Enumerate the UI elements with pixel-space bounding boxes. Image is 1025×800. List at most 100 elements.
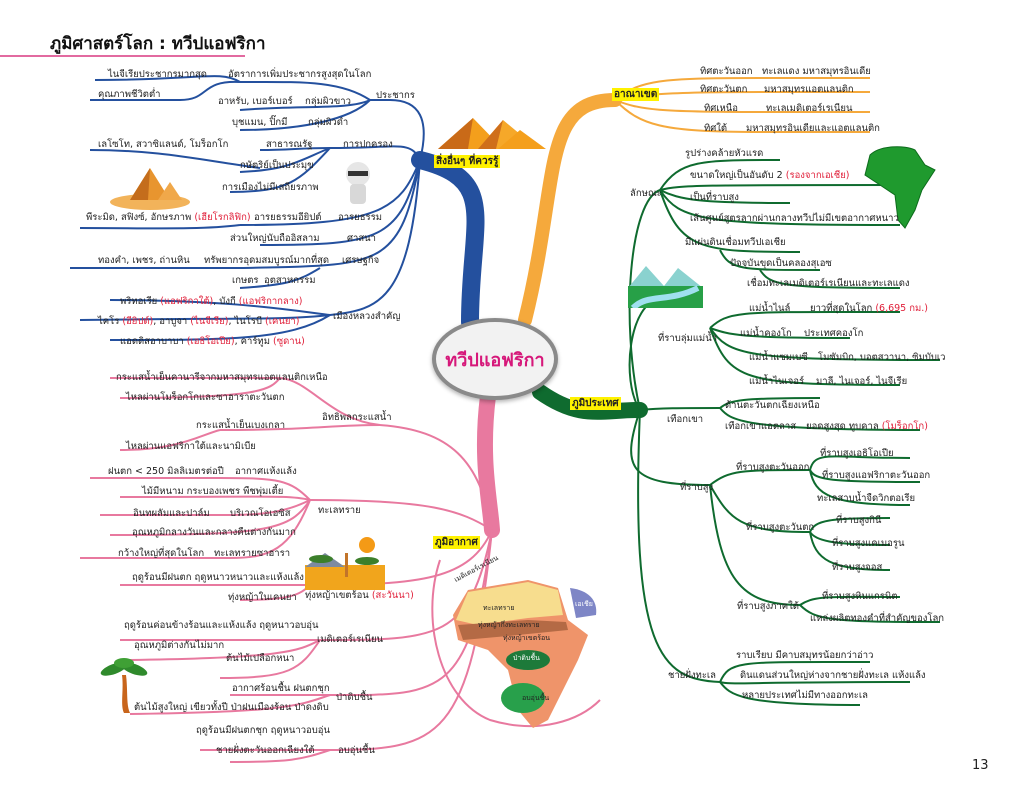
river-niger-desc: มาลี, ไนเจอร์, ไนจีเรีย: [816, 376, 908, 387]
node-suez: ปัจจุบันขุดเป็นคลองสุเอซ: [730, 258, 832, 269]
trunk-others: [411, 151, 485, 331]
mummy-icon: [346, 162, 370, 204]
coast-item-3: หลายประเทศไม่มีทางออกทะเล: [742, 690, 868, 701]
title-underline: [0, 55, 245, 57]
node-desert-plants: ไม้มีหนาม กระบองเพชร พืชพุ่มเตี้ย: [142, 486, 284, 497]
node-desert: ทะเลทราย: [318, 505, 361, 516]
savanna-note: (สะวันนา): [371, 590, 414, 601]
node-equator: เส้นศูนย์สูตรลากผ่านกลางทวีป: [690, 213, 815, 224]
capital-country: (แอฟริกาใต้): [160, 296, 214, 307]
central-topic[interactable]: ทวีปแอฟริกา: [432, 318, 558, 400]
node-desert-dry: อากาศแห้งแล้ง: [235, 466, 297, 477]
size-note: (รองจากเอเชีย): [785, 170, 850, 181]
plateau-west-3: ที่ราบสูงจอส: [832, 562, 883, 573]
territory-dir-east: ทิศตะวันออก: [700, 66, 753, 77]
node-plateau-char: เป็นที่ราบสูง: [690, 192, 739, 203]
capital-country: (ซูดาน): [272, 336, 305, 347]
map-label-steppe: ทุ่งหญ้ากึ่งทะเลทราย: [478, 621, 540, 629]
node-industry: อุตสาหกรรม: [264, 275, 316, 286]
trunk-climate: [476, 388, 500, 538]
capital-country: (แอฟริกากลาง): [238, 296, 303, 307]
node-savanna-seasons: ฤดูร้อนมีฝนตก ฤดูหนาวหนาวและแห้งแล้ง: [132, 572, 304, 583]
node-river-basins: ที่ราบลุ่มแม่น้ำ: [658, 333, 718, 344]
river-nile: แม่น้ำไนล์: [749, 303, 791, 314]
node-warm-humid: อบอุ่นชื้น: [338, 745, 375, 756]
node-population-growth: อัตราการเพิ่มประชากรสูงสุดในโลก: [228, 69, 372, 80]
plateau-west-2: ที่ราบสูงแคเมอรูน: [832, 538, 905, 549]
capital-text: พริทอเรีย: [120, 296, 161, 307]
plateau-south-1: ที่ราบสูงหินแกรนิต: [822, 591, 898, 602]
capitals-row-3: แอดดิสอาบาบา (เอธิโอเปีย), คาร์ทูม (ซูดา…: [120, 336, 305, 348]
branch-label-climate[interactable]: ภูมิอากาศ: [433, 536, 480, 549]
node-resources-examples: ทองคำ, เพชร, ถ่านหิน: [98, 255, 190, 266]
node-atlas-peak: ยอดสูงสุด ทูบคาล (โมร็อกโก): [806, 421, 928, 433]
node-mountains-nw: ด้านตะวันตกเฉียงเหนือ: [725, 400, 820, 411]
central-topic-label: ทวีปแอฟริกา: [445, 349, 545, 371]
node-benguela: กระแสน้ำเย็นเบงเกลา: [196, 420, 286, 431]
node-desert-temp: อุณหภูมิกลางวันและกลางคืนต่างกันมาก: [132, 527, 296, 538]
node-med-trees: ต้นไม้เปลือกหนา: [226, 653, 295, 664]
node-rainforest-trees: ต้นไม้สูงใหญ่ เขียวทั้งปี ป่าฝนเมืองร้อน…: [134, 702, 329, 713]
node-black-group: กลุ่มผิวดำ: [308, 117, 349, 128]
node-med-seasons: ฤดูร้อนค่อนข้างร้อนและแห้งแล้ง ฤดูหนาวอบ…: [124, 620, 319, 631]
capital-country: (ไนจีเรีย): [190, 316, 229, 327]
plateau-south-2: แหล่งผลิตทองคำที่สำคัญของโลก: [810, 613, 945, 624]
branch-label-physical[interactable]: ภูมิประเทศ: [570, 397, 621, 410]
capital-text: แอดดิสอาบาบา: [120, 336, 187, 347]
page-title: ภูมิศาสตร์โลก : ทวีปแอฟริกา: [50, 34, 266, 54]
territory-val-north: ทะเลเมดิเตอร์เรเนียน: [766, 103, 853, 114]
node-capitals: เมืองหลวงสำคัญ: [333, 311, 401, 322]
node-canary: กระแสน้ำเย็นคานารีจากมหาสมุทรแอตแลนติกเห…: [116, 372, 328, 383]
node-rainforest-weather: อากาศร้อนชื้น ฝนตกชุก: [232, 683, 330, 694]
map-label-desert: ทะเลทราย: [483, 604, 515, 612]
node-unstable: การเมืองไม่มีเสถียรภาพ: [222, 182, 319, 193]
territory-dir-west: ทิศตะวันตก: [700, 84, 748, 95]
desert-pyramid-icon: [110, 168, 190, 210]
plateau-group-south: ที่ราบสูงภาคใต้: [737, 601, 799, 612]
map-label-savanna: ทุ่งหญ้าเขตร้อน: [503, 634, 551, 642]
node-oasis: บริเวณโอเอซิส: [230, 508, 291, 519]
node-monarchy-examples: เลโซโท, สวาซิแลนด์, โมร็อกโก: [98, 139, 229, 150]
capitals-row-2: ไคโร (อียิปต์), อาบูจา (ไนจีเรีย), ไนโรบ…: [98, 316, 299, 328]
atlas-country: (โมร็อกโก): [881, 421, 928, 432]
node-suez-note: เชื่อมทะเลเมดิเตอร์เรเนียนและทะเลแดง: [747, 278, 910, 289]
node-religion: ศาสนา: [347, 233, 376, 244]
coast-item-1: ราบเรียบ มีคาบสมุทรน้อยกว่าอ่าว: [736, 650, 874, 661]
node-mediterranean: เมดิเตอร์เรเนียน: [317, 634, 384, 645]
node-desert-rain: ฝนตก < 250 มิลลิเมตรต่อปี: [108, 466, 224, 477]
atlas-peak-text: ยอดสูงสุด ทูบคาล: [806, 421, 879, 432]
river-congo: แม่น้ำคองโก: [740, 328, 792, 339]
branch-label-others[interactable]: สิ่งอื่นๆ ที่ควรรู้: [434, 155, 501, 168]
node-sahara-note: กว้างใหญ่ที่สุดในโลก: [118, 548, 205, 559]
palm-tree-icon: [100, 658, 148, 713]
node-rainforest: ป่าดิบชื้น: [336, 692, 373, 703]
node-white-examples: อาหรับ, เบอร์เบอร์: [218, 96, 293, 107]
egypt-note: (เฮียโรกลิฟิก): [194, 212, 251, 223]
node-agriculture: เกษตร: [232, 275, 259, 286]
branch-label-territory[interactable]: อาณาเขต: [612, 88, 660, 101]
territory-dir-south: ทิศใต้: [704, 123, 728, 134]
capital-text: , คาร์ทูม: [234, 336, 273, 347]
river-nile-desc: ยาวที่สุดในโลก (6,695 กม.): [810, 303, 928, 315]
plateau-east-1: ที่ราบสูงเอธิโอเปีย: [820, 448, 894, 459]
capital-country: (เคนยา): [265, 316, 300, 327]
node-warm-humid-coast: ชายฝั่งตะวันออกเฉียงใต้: [216, 745, 315, 756]
savanna-text: ทุ่งหญ้าเขตร้อน: [305, 590, 369, 601]
river-zambezi: แม่น้ำแซมเบซี: [749, 352, 808, 363]
node-currents: อิทธิพลกระแสน้ำ: [322, 412, 392, 423]
node-republic: สาธารณรัฐ: [266, 139, 313, 150]
territory-val-west: มหาสมุทรแอตแลนติก: [764, 84, 854, 95]
map-label-asia: เอเชีย: [575, 600, 593, 608]
plateau-group-east: ที่ราบสูงตะวันออก: [736, 462, 810, 473]
node-coast: ชายฝั่งทะเล: [668, 670, 716, 681]
plateau-west-1: ที่ราบสูงกินี: [836, 515, 882, 526]
capital-text: , อาบูจา: [153, 316, 191, 327]
map-label-rainforest: ป่าดิบชื้น: [513, 654, 540, 662]
node-quality-low: คุณภาพชีวิตต่ำ: [98, 89, 161, 100]
trunk-physical: [532, 384, 648, 420]
node-islam: ส่วนใหญ่นับถืออิสลาม: [230, 233, 320, 244]
node-black-examples: บุชแมน, ปิ๊กมี: [232, 117, 288, 128]
page-number: 13: [972, 758, 989, 773]
africa-map-green-icon: [864, 146, 936, 229]
